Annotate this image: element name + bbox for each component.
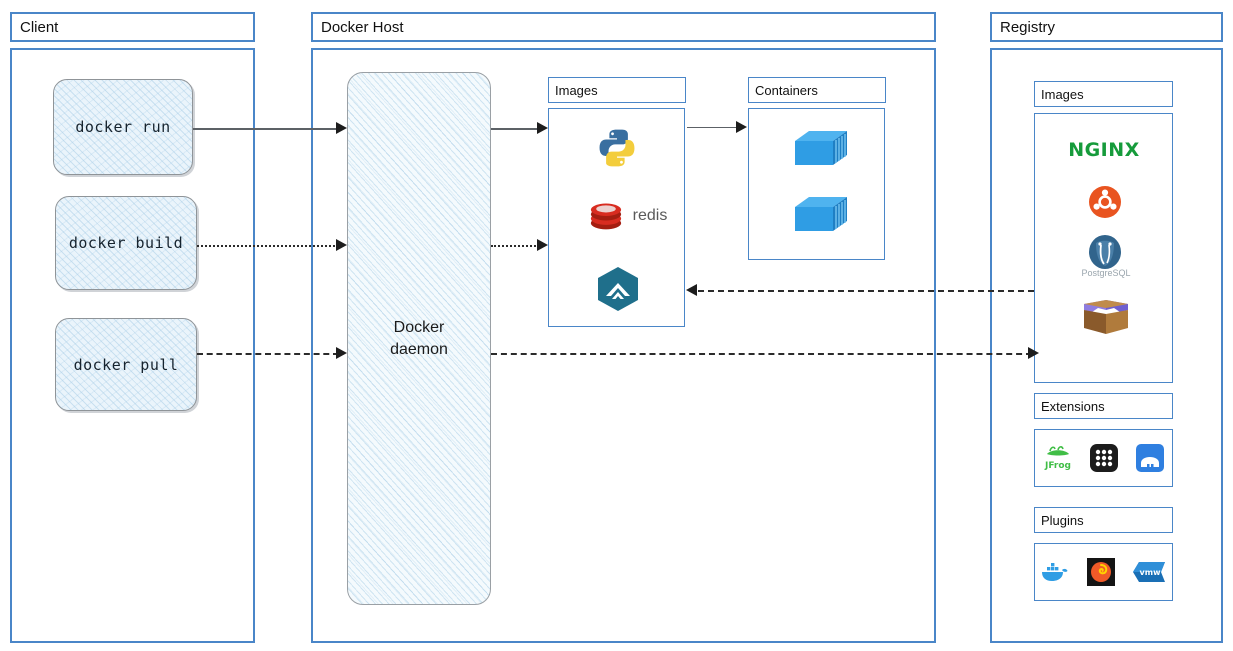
arrowhead-registry-to-images <box>686 284 697 296</box>
command-label-docker-run: docker run <box>75 118 171 136</box>
registry-plugins-icons: vmw <box>1034 543 1173 601</box>
registry-extensions-icons: JFrog <box>1034 429 1173 487</box>
docker-daemon-label: Docker daemon <box>390 318 448 358</box>
host-containers-header: Containers <box>748 77 886 103</box>
arrowhead-daemon-to-images-build <box>537 239 548 251</box>
registry-images-header: Images <box>1034 81 1173 107</box>
arrowhead-daemon-to-registry <box>1028 347 1039 359</box>
command-label-docker-pull: docker pull <box>73 355 179 374</box>
host-zone-header: Docker Host <box>311 12 936 42</box>
redis-wordmark: redis <box>632 207 668 224</box>
host-containers-title: Containers <box>755 82 818 98</box>
docker-whale-logo <box>1039 559 1071 585</box>
registry-extensions-header: Extensions <box>1034 393 1173 419</box>
command-label-docker-build: docker build <box>68 234 184 252</box>
arrowhead-run-to-daemon <box>336 122 347 134</box>
connector-run-to-daemon <box>193 128 339 130</box>
jfrog-logo: JFrog <box>1043 443 1073 473</box>
postgresql-logo <box>1083 233 1127 271</box>
registry-zone-header: Registry <box>990 12 1223 42</box>
command-box-docker-run[interactable]: docker run <box>53 79 193 175</box>
registry-plugins-header: Plugins <box>1034 507 1173 533</box>
arrowhead-daemon-to-images <box>537 122 548 134</box>
vmware-logo: vmw <box>1131 558 1169 586</box>
python-logo <box>595 126 639 170</box>
docker-daemon-box[interactable]: Docker daemon <box>347 72 491 605</box>
registry-extensions-title: Extensions <box>1041 398 1105 414</box>
registry-zone-title: Registry <box>1000 18 1056 36</box>
host-zone-title: Docker Host <box>321 18 404 36</box>
grafana-logo <box>1086 558 1115 586</box>
host-images-header: Images <box>548 77 686 103</box>
shipping-container-icon <box>793 125 849 171</box>
package-box-icon <box>1078 290 1134 338</box>
svg-text:JFrog: JFrog <box>1044 461 1071 471</box>
registry-plugins-title: Plugins <box>1041 512 1084 528</box>
grid-apps-icon <box>1089 443 1119 473</box>
blue-tunnel-icon <box>1135 443 1165 473</box>
nginx-logo: NGINX <box>1068 139 1140 161</box>
arrowhead-build-to-daemon <box>336 239 347 251</box>
postgresql-wordmark: PostgreSQL <box>1081 268 1131 278</box>
connector-daemon-to-images <box>491 128 539 130</box>
connector-registry-to-images <box>698 290 1034 292</box>
svg-text:vmw: vmw <box>1139 568 1161 577</box>
connector-daemon-to-registry <box>491 353 1032 355</box>
connector-daemon-to-images-build <box>491 245 539 247</box>
connector-pull-to-daemon <box>197 353 339 355</box>
command-box-docker-pull[interactable]: docker pull <box>55 318 197 411</box>
host-images-title: Images <box>555 82 598 98</box>
arrowhead-pull-to-daemon <box>336 347 347 359</box>
client-zone-header: Client <box>10 12 255 42</box>
shipping-container-icon <box>793 191 849 237</box>
connector-images-to-containers <box>687 127 739 128</box>
ubuntu-logo <box>1088 185 1122 219</box>
arrowhead-images-to-containers <box>736 121 747 133</box>
registry-images-title: Images <box>1041 86 1084 102</box>
connector-build-to-daemon <box>197 245 339 247</box>
portainer-logo <box>596 266 640 312</box>
client-zone-title: Client <box>20 18 59 36</box>
redis-logo <box>588 200 624 232</box>
command-box-docker-build[interactable]: docker build <box>55 196 197 290</box>
